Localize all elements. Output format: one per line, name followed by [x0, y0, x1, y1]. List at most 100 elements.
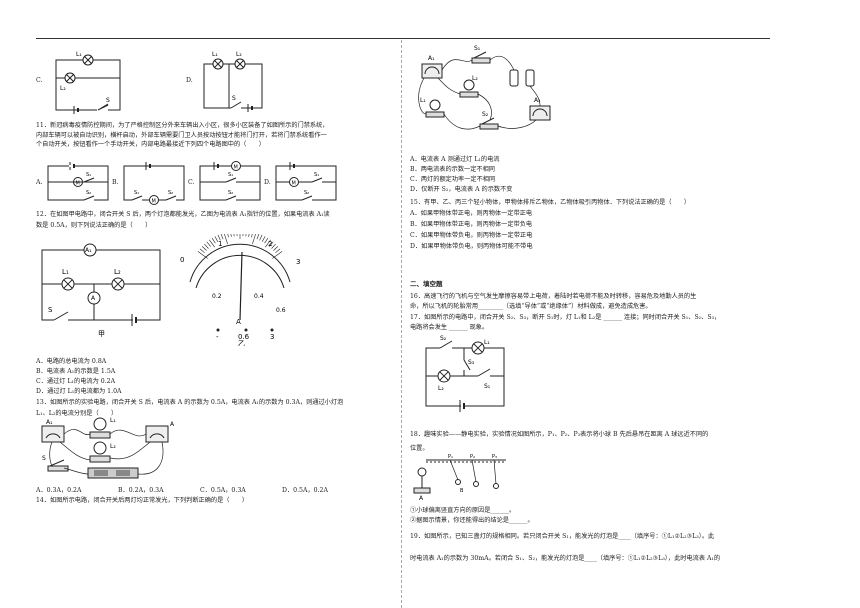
svg-text:S₁: S₁	[484, 383, 491, 390]
svg-text:0.6: 0.6	[238, 333, 250, 341]
svg-text:S₂: S₂	[86, 190, 91, 196]
svg-text:乙: 乙	[238, 340, 245, 346]
q12-ammeter-yi: 0 1 2 3 0.2 0.4 0.6 A - 0.6 3 乙	[180, 234, 300, 346]
q19-line1: 19．如图所示，已知三盏灯的规格相同。若只闭合开关 S₁，能发光的灯泡是____…	[410, 533, 715, 540]
svg-text:S₁: S₁	[314, 172, 319, 178]
scale-tick	[265, 239, 271, 248]
q18-sub1: ①小球偏离竖直方向的原因是______。	[410, 507, 516, 514]
q14-option-d: D．仅断开 S₂，电流表 A 的示数不变	[410, 186, 513, 193]
svg-text:S₁: S₁	[474, 45, 481, 52]
svg-text:P₂: P₂	[470, 454, 475, 460]
column-divider	[401, 40, 402, 608]
svg-text:L₂: L₂	[472, 75, 478, 82]
svg-text:0.4: 0.4	[254, 293, 264, 300]
svg-text:M: M	[152, 199, 156, 205]
svg-text:3: 3	[270, 333, 274, 341]
q14-line1: 14．如图所示电路，闭合开关后两灯均正常发光，下列判断正确的是（ ）	[36, 497, 249, 504]
circuit-option-c: L₁ L₂ S	[55, 51, 121, 114]
q15-option-c: C．如果甲物体带负电，则丙物体一定带正电	[410, 232, 533, 239]
scale-tick	[217, 234, 221, 241]
scale-tick	[245, 234, 247, 237]
svg-text:M: M	[234, 165, 238, 171]
scale-tick	[201, 246, 207, 251]
scale-tick	[214, 236, 219, 242]
svg-text:A: A	[170, 421, 175, 428]
svg-text:A: A	[236, 318, 241, 326]
svg-text:S₁: S₁	[86, 172, 91, 178]
scale-tick	[271, 243, 276, 249]
q13-option-d: D．0.5A，0.2A	[282, 487, 328, 494]
scale-tick	[199, 248, 205, 253]
svg-text:L₁: L₁	[110, 417, 116, 424]
scale-tick	[209, 239, 215, 248]
q13-line2: L₁、L₂的电流分别是（ ）	[36, 410, 118, 417]
scale-tick	[269, 241, 274, 247]
scale-tick	[275, 248, 281, 253]
svg-text:L₂: L₂	[438, 385, 444, 392]
q12-line2: 数是 0.5A，则下列说法正确的是（ ）	[36, 222, 152, 229]
q13-line1: 13．如图所示的实验电路，闭合开关 S 后，电流表 A 的示数为 0.5A，电流…	[36, 399, 344, 406]
svg-text:S₃: S₃	[468, 359, 475, 366]
q17-line1: 17．如图所示的电路中，闭合开关 S₂、S₃，断开 S₁时，灯 L₁和 L₂是 …	[410, 314, 721, 321]
circuit-option-d: L₁ L₂ S	[203, 51, 263, 112]
scale-tick	[224, 234, 228, 245]
scale-tick	[227, 234, 229, 238]
svg-text:A₁: A₁	[85, 247, 92, 254]
svg-text:-: -	[216, 333, 219, 341]
q15-option-b: B．如果甲物体带正电，则丙物体一定带负电	[410, 221, 533, 228]
svg-text:0: 0	[180, 256, 184, 264]
svg-text:0.2: 0.2	[212, 293, 222, 300]
svg-text:S: S	[42, 455, 46, 462]
q17-circuit: S₂ L₁ S₃ L₂ S₁	[425, 335, 505, 412]
svg-text:3: 3	[296, 258, 300, 266]
svg-text:A: A	[419, 495, 424, 500]
q19-line2: 时电流表 A₁的示数为 30mA。若闭合 S₁、S₂，能发光的灯泡是____（填…	[410, 555, 721, 562]
scale-tick	[273, 246, 279, 251]
q11-opt-a: A.	[36, 179, 43, 186]
q13-option-b: B．0.2A，0.3A	[118, 487, 164, 494]
svg-text:P₁: P₁	[448, 454, 453, 460]
q11-circuit-d: M S₁ S₂	[275, 162, 337, 202]
scale-tick	[230, 234, 232, 237]
svg-text:L₂: L₂	[110, 443, 116, 450]
q13-apparatus: A₁ L₁ L₂ A S	[41, 417, 175, 479]
svg-text:S₂: S₂	[440, 335, 447, 342]
q11-circuit-a: M S₁ S₂	[47, 162, 109, 202]
svg-text:A: A	[91, 295, 96, 302]
q17-line2: 电路将会发生 ______ 现象。	[410, 324, 489, 331]
svg-text:B: B	[460, 488, 464, 494]
scale-tick	[272, 251, 283, 259]
c-l1-label: L₁	[76, 51, 82, 58]
q11-line2: 内部车辆可以被自动识别，横杆启动，外部车辆需要门卫人员按动按钮才能将门打开，若将…	[36, 131, 327, 139]
svg-text:S₂: S₂	[168, 190, 173, 196]
q13-option-a: A．0.3A，0.2A	[36, 487, 82, 494]
q11-opt-c: C.	[188, 179, 195, 186]
q12-option-b: B．电流表 A₁的示数是 1.5A	[36, 368, 116, 375]
scale-tick	[220, 234, 224, 240]
q14-option-b: B．两电流表的示数一定不相同	[410, 166, 495, 173]
svg-text:L₁: L₁	[484, 339, 490, 346]
header-rule	[36, 38, 770, 39]
section-fill-in-heading: 二、填空题	[410, 280, 443, 288]
q15-line1: 15．有甲、乙、丙三个轻小物体，甲物体排斥乙物体，乙物体吸引丙物体．下列说法正确…	[410, 199, 691, 206]
q14-option-c: C．两灯的额定功率一定不相同	[410, 176, 496, 183]
q14-option-a: A．电流表 A 测通过灯 L₁的电流	[410, 156, 500, 163]
q18-electrostatic-figure: A P₁ P₂ P₃ B	[413, 454, 506, 500]
svg-text:S₂: S₂	[304, 190, 309, 196]
c-s-label: S	[106, 97, 110, 104]
scale-tick	[256, 234, 260, 240]
q12-option-d: D．通过灯 L₁的电流都为 1.0A	[36, 388, 122, 395]
scale-tick	[206, 241, 211, 247]
svg-text:L₁: L₁	[212, 51, 218, 58]
svg-text:1: 1	[218, 240, 222, 248]
svg-text:M: M	[76, 181, 80, 187]
svg-text:M: M	[292, 181, 296, 187]
q12-line1: 12．在如图甲电路中，闭合开关 S 后，两个灯泡都能发光，乙图为电流表 A₁指针…	[36, 211, 330, 218]
q16-line2: 命，所以飞机的轮胎常用________（选填“导体”或“绝缘体”）材料做成，避免…	[410, 303, 652, 310]
svg-text:L₂: L₂	[236, 51, 242, 58]
q18-line2: 位置。	[410, 445, 429, 452]
svg-text:P₃: P₃	[492, 454, 497, 460]
svg-text:L₂: L₂	[114, 268, 121, 276]
